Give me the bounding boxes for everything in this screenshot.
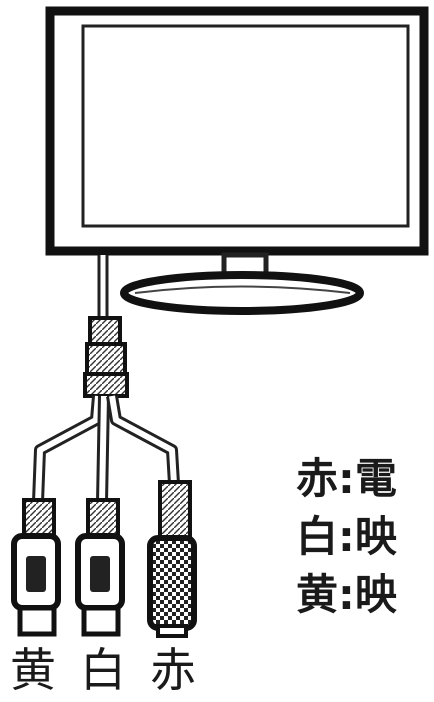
legend-color-yellow: 黄 <box>296 570 339 619</box>
plug-label-red: 赤 <box>150 643 196 697</box>
legend-separator: : <box>338 512 355 561</box>
legend-separator: : <box>338 454 355 503</box>
legend-separator: : <box>338 570 355 619</box>
splitter-connector <box>83 316 129 398</box>
legend-desc-red: 電 <box>354 454 397 503</box>
legend-color-red: 赤 <box>296 454 339 503</box>
television <box>45 6 429 315</box>
plug-labels: 黄 白 赤 <box>0 640 434 700</box>
plug-label-white: 白 <box>80 643 126 697</box>
plug-label-yellow: 黄 <box>10 643 56 697</box>
legend-row-white: 白:映 <box>296 508 397 566</box>
color-legend: 赤:電 白:映 黄:映 <box>296 450 397 624</box>
legend-color-white: 白 <box>296 512 339 561</box>
legend-row-red: 赤:電 <box>296 450 397 508</box>
white-plug <box>75 498 125 637</box>
legend-row-yellow: 黄:映 <box>296 566 397 624</box>
tv-screen <box>81 24 410 228</box>
yellow-plug <box>11 498 61 637</box>
red-plug <box>147 480 197 638</box>
branch-cables <box>32 395 180 503</box>
tv-stand-base <box>120 271 364 315</box>
legend-desc-white: 映 <box>354 512 397 561</box>
legend-desc-yellow: 映 <box>354 570 397 619</box>
